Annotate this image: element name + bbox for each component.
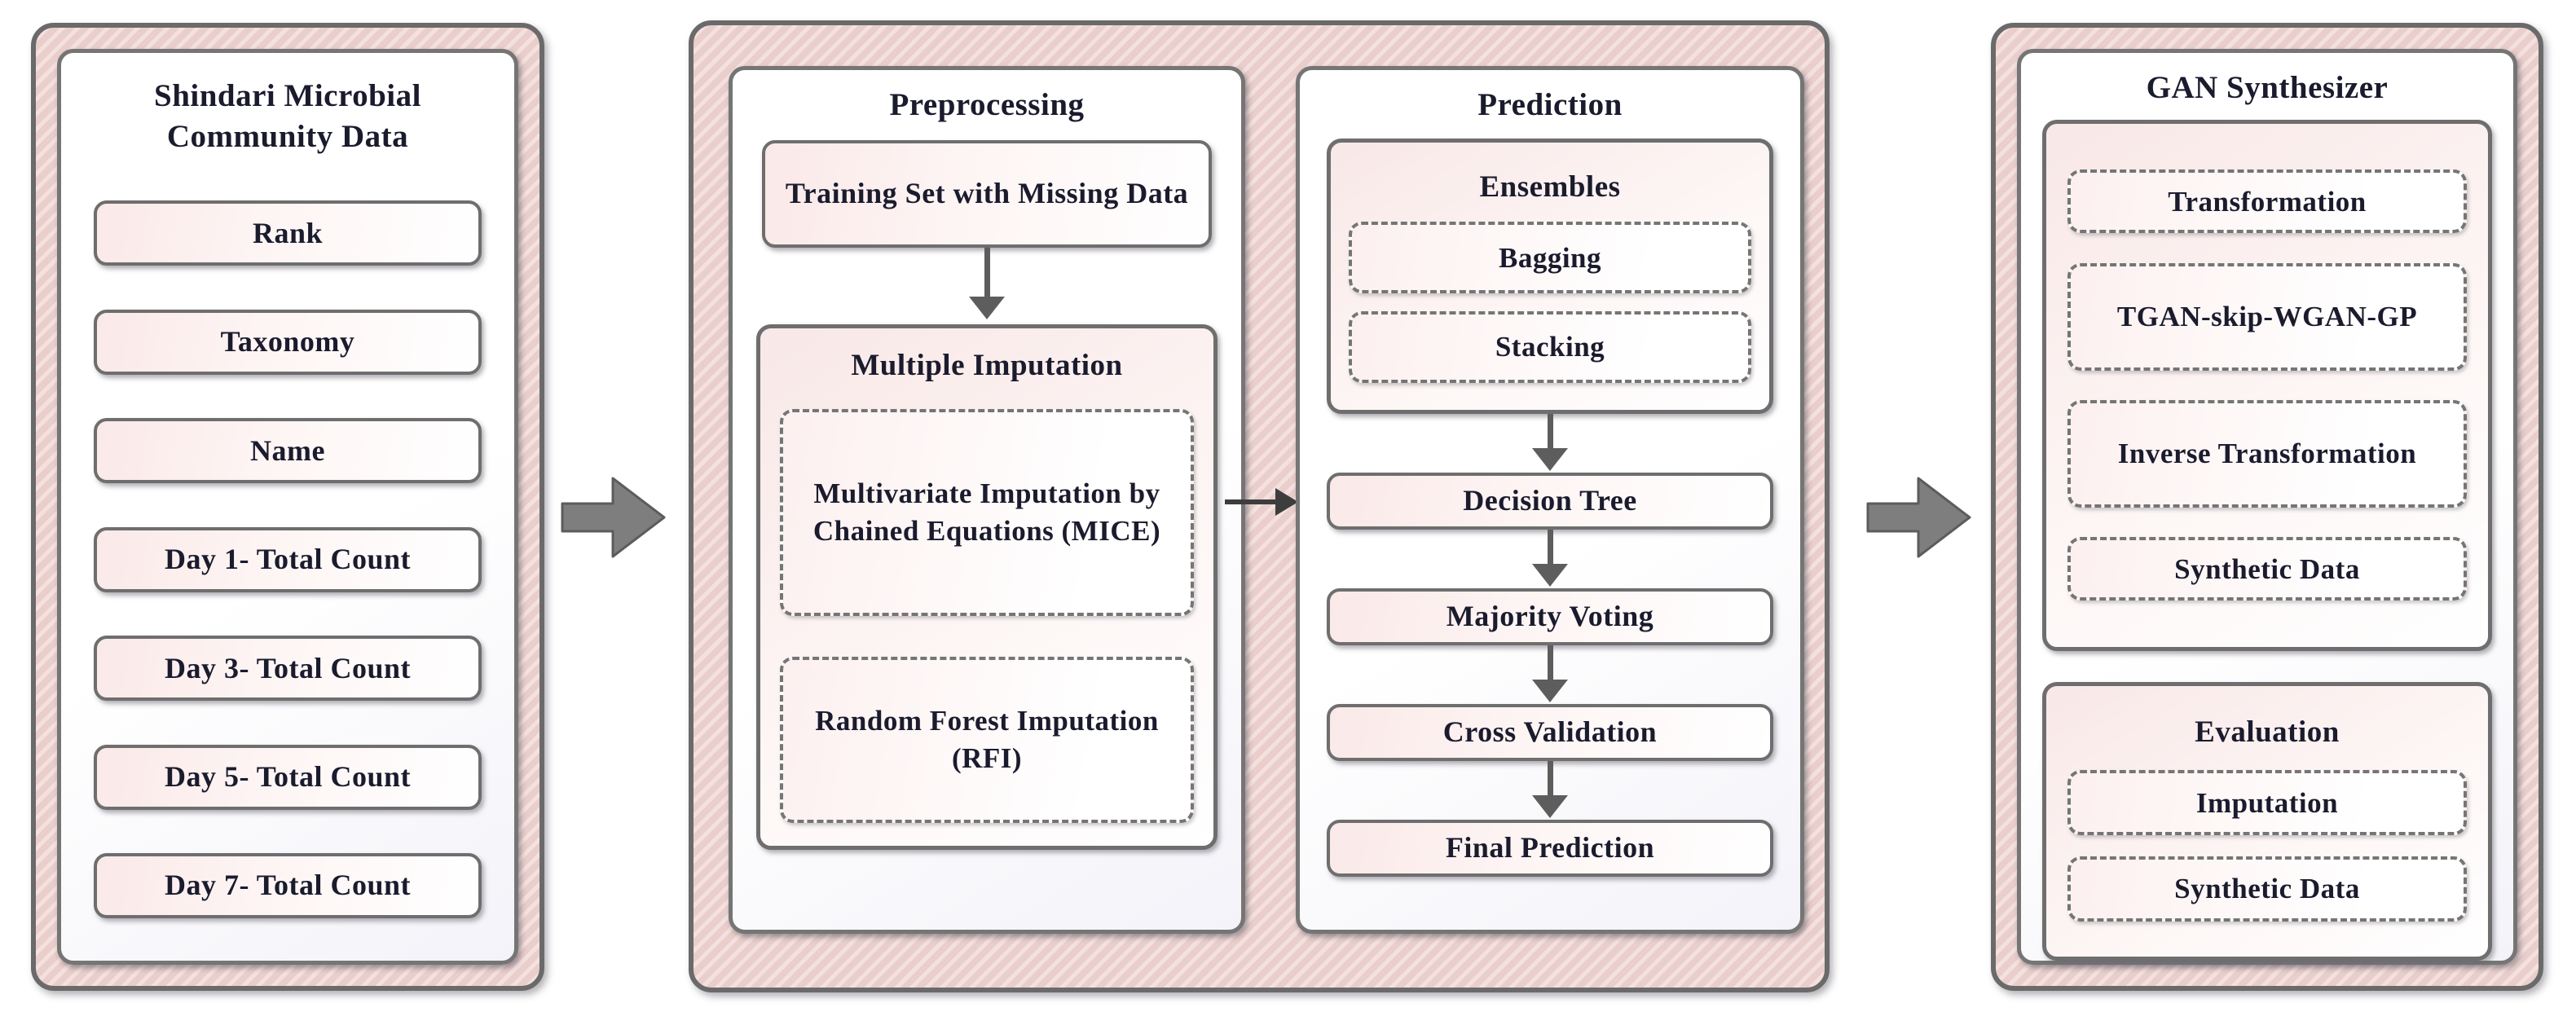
field-box-day5: Day 5- Total Count	[94, 744, 482, 810]
source-panel-title: Shindari Microbial Community Data	[154, 78, 421, 154]
source-data-outer-panel: Shindari Microbial Community Data Rank T…	[31, 23, 544, 991]
gan-synthesizer-panel: GAN Synthesizer Transformation TGAN-skip…	[2017, 49, 2517, 965]
training-set-box: Training Set with Missing Data	[762, 139, 1212, 248]
model-stage-outer-panel: Preprocessing Training Set with Missing …	[689, 20, 1830, 992]
multiple-imputation-title: Multiple Imputation	[851, 348, 1123, 382]
preprocessing-title: Preprocessing	[889, 87, 1085, 122]
arrow-down-icon	[1532, 529, 1568, 588]
rfi-method-box: Random Forest Imputation (RFI)	[780, 657, 1194, 823]
gan-pipeline-group: Transformation TGAN-skip-WGAN-GP Inverse…	[2042, 119, 2492, 651]
step-cross-validation: Cross Validation	[1327, 703, 1773, 761]
ensembles-group: Ensembles Bagging Stacking	[1327, 138, 1773, 414]
prediction-panel: Prediction Ensembles Bagging Stacking De…	[1296, 66, 1804, 934]
stacking-box: Stacking	[1349, 310, 1751, 383]
arrow-down-icon	[1532, 645, 1568, 704]
arrow-right-icon	[1225, 486, 1298, 518]
transformation-box: Transformation	[2067, 169, 2467, 234]
block-arrow-right-icon	[1866, 477, 1971, 558]
step-final-prediction: Final Prediction	[1327, 819, 1773, 877]
evaluation-title: Evaluation	[2195, 715, 2340, 750]
field-box-day3: Day 3- Total Count	[94, 636, 482, 702]
field-box-day1: Day 1- Total Count	[94, 526, 482, 592]
ensembles-title: Ensembles	[1479, 170, 1621, 205]
synthetic-data-box: Synthetic Data	[2067, 537, 2467, 601]
field-box-name: Name	[94, 418, 482, 484]
mice-method-box: Multivariate Imputation by Chained Equat…	[780, 408, 1194, 616]
bagging-box: Bagging	[1349, 222, 1751, 294]
block-arrow-right-icon	[561, 477, 666, 558]
step-decision-tree: Decision Tree	[1327, 472, 1773, 530]
field-box-taxonomy: Taxonomy	[94, 309, 482, 375]
arrow-down-icon	[1532, 760, 1568, 820]
field-box-rank: Rank	[94, 200, 482, 266]
evaluation-imputation-box: Imputation	[2067, 770, 2467, 836]
tgan-skip-wgan-gp-box: TGAN-skip-WGAN-GP	[2067, 262, 2467, 371]
step-majority-voting: Majority Voting	[1327, 587, 1773, 645]
arrow-down-icon	[969, 247, 1005, 324]
preprocessing-panel: Preprocessing Training Set with Missing …	[729, 66, 1245, 934]
evaluation-group: Evaluation Imputation Synthetic Data	[2042, 681, 2492, 961]
gan-outer-panel: GAN Synthesizer Transformation TGAN-skip…	[1991, 23, 2543, 991]
evaluation-synthetic-data-box: Synthetic Data	[2067, 856, 2467, 922]
gan-title: GAN Synthesizer	[2146, 70, 2389, 105]
multiple-imputation-group: Multiple Imputation Multivariate Imputat…	[756, 323, 1218, 850]
field-box-day7: Day 7- Total Count	[94, 852, 482, 918]
prediction-title: Prediction	[1477, 87, 1623, 122]
source-data-panel: Shindari Microbial Community Data Rank T…	[57, 49, 518, 965]
arrow-down-icon	[1532, 413, 1568, 473]
inverse-transformation-box: Inverse Transformation	[2067, 400, 2467, 508]
